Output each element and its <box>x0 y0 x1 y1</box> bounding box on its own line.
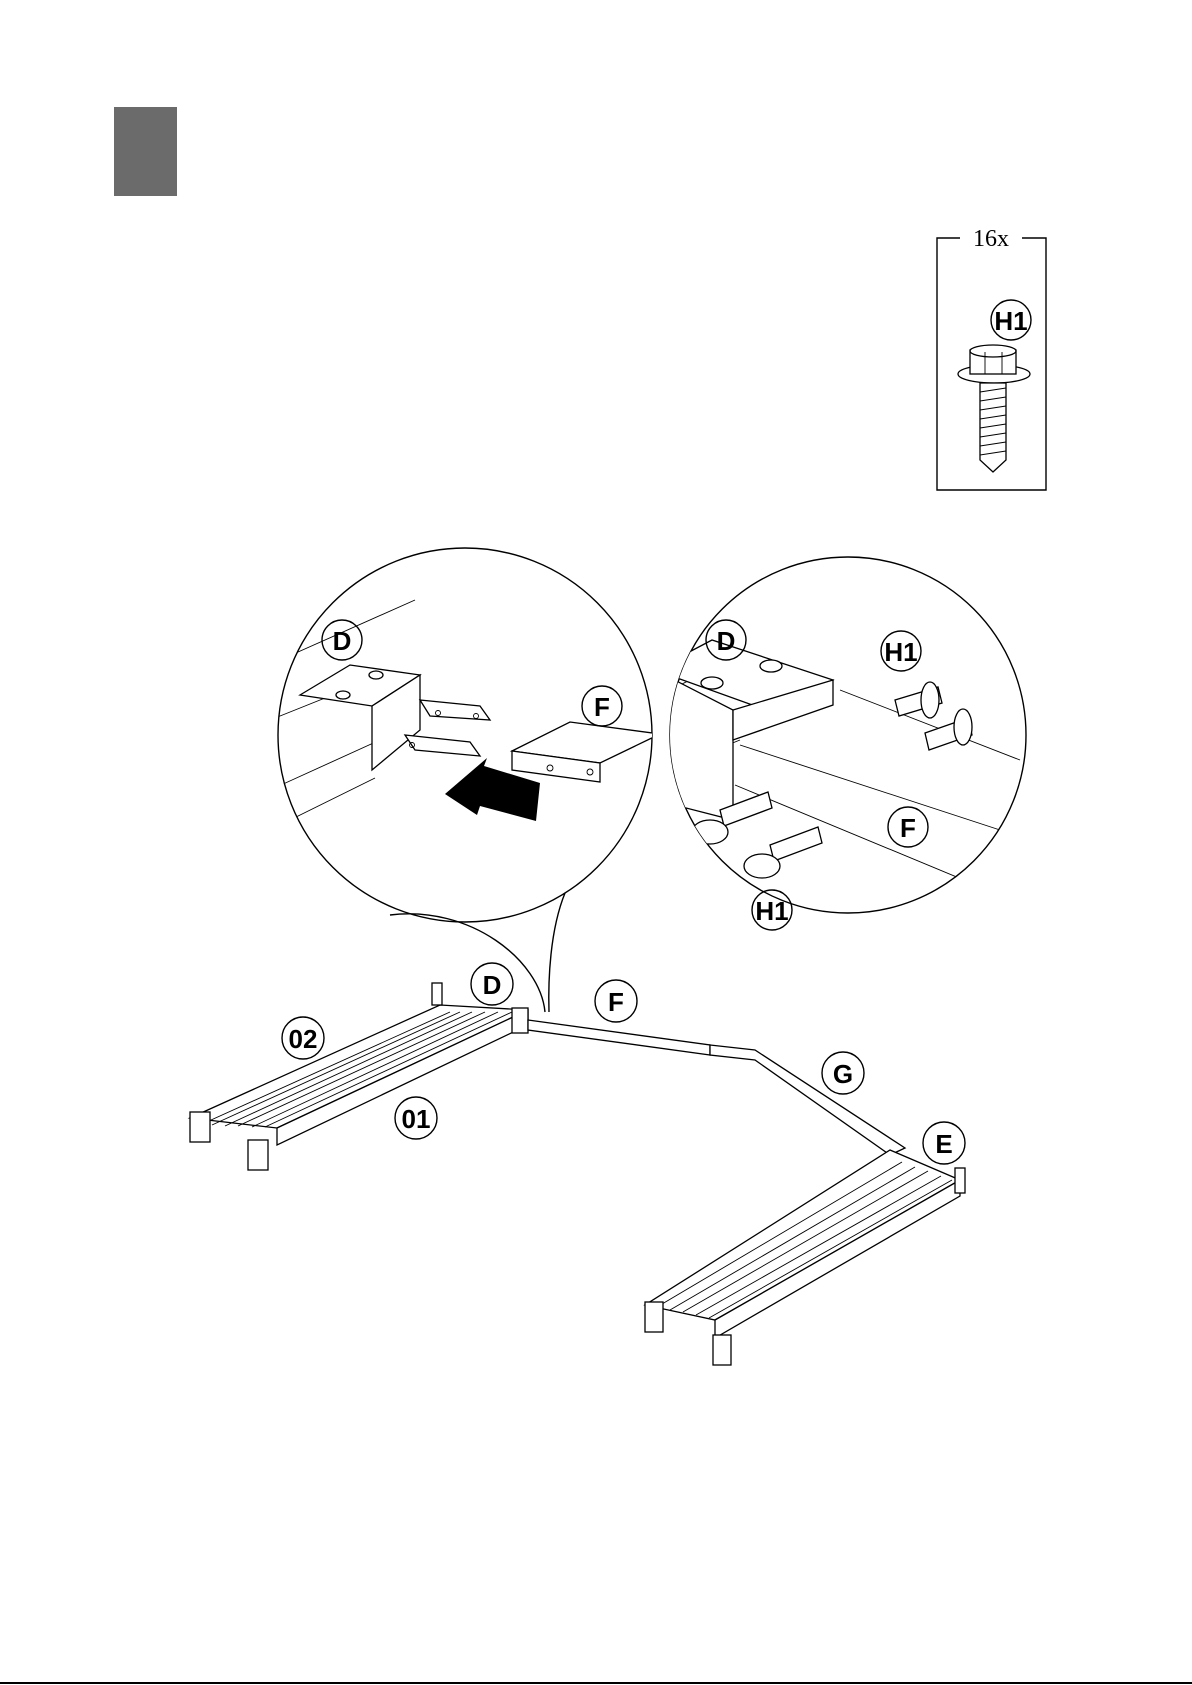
callout-h1-bottom: H1 <box>755 896 788 926</box>
callout-e: E <box>935 1129 952 1159</box>
bolt-icon <box>895 682 942 718</box>
hardware-box: 16x H1 <box>937 226 1046 490</box>
hardware-quantity: 16x <box>973 226 1009 252</box>
main-assembly: D F 02 01 G E <box>190 963 965 1365</box>
right-detail-view: D H1 F H1 <box>640 557 1026 930</box>
detail-pointer <box>390 914 545 1012</box>
bolt-icon <box>744 827 822 878</box>
callout-f-left: F <box>594 692 610 722</box>
callout-d-right: D <box>717 626 736 656</box>
hardware-part-label: H1 <box>994 306 1027 336</box>
callout-d-left: D <box>333 626 352 656</box>
callout-f-assembly: F <box>608 987 624 1017</box>
callout-h1-top: H1 <box>884 637 917 667</box>
callout-f-right: F <box>900 813 916 843</box>
callout-01: 01 <box>402 1104 431 1134</box>
callout-d-assembly: D <box>483 970 502 1000</box>
callout-02: 02 <box>289 1024 318 1054</box>
bolt-icon <box>958 345 1030 472</box>
left-detail-view: D F <box>270 548 660 922</box>
callout-g: G <box>833 1059 853 1089</box>
